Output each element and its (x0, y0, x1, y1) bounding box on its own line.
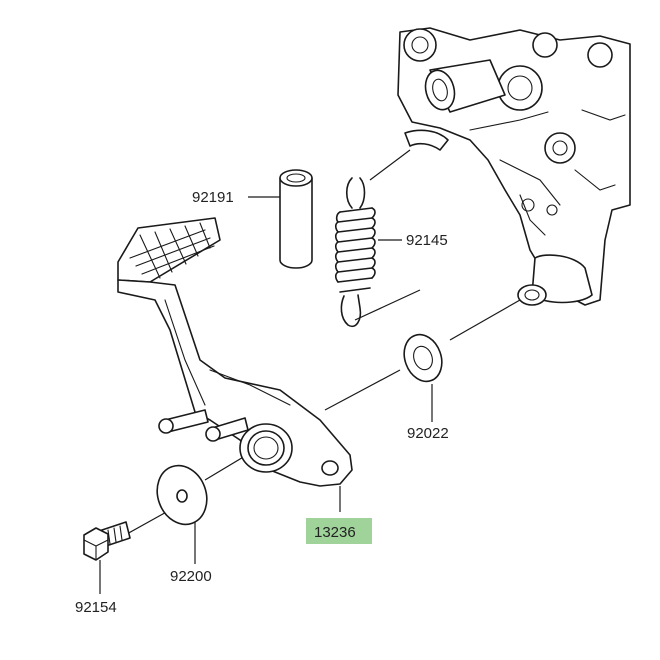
label-92145: 92145 (406, 232, 448, 249)
label-92200: 92200 (170, 568, 212, 585)
part-labels: 92191 92145 92022 13236 92200 92154 (75, 189, 449, 616)
spring-92145 (334, 177, 402, 327)
highlight-13236 (306, 518, 372, 544)
assembly-axes (124, 149, 521, 536)
label-92154: 92154 (75, 599, 117, 616)
frame-bracket (397, 27, 631, 306)
sleeve-92191 (248, 169, 313, 269)
label-92191: 92191 (192, 189, 234, 206)
washer-92022 (403, 333, 443, 422)
brake-pedal-13236 (117, 217, 353, 512)
washer-92200 (156, 464, 208, 564)
bolt-92154 (83, 521, 131, 594)
label-13236: 13236 (314, 524, 356, 541)
label-92022: 92022 (407, 425, 449, 442)
